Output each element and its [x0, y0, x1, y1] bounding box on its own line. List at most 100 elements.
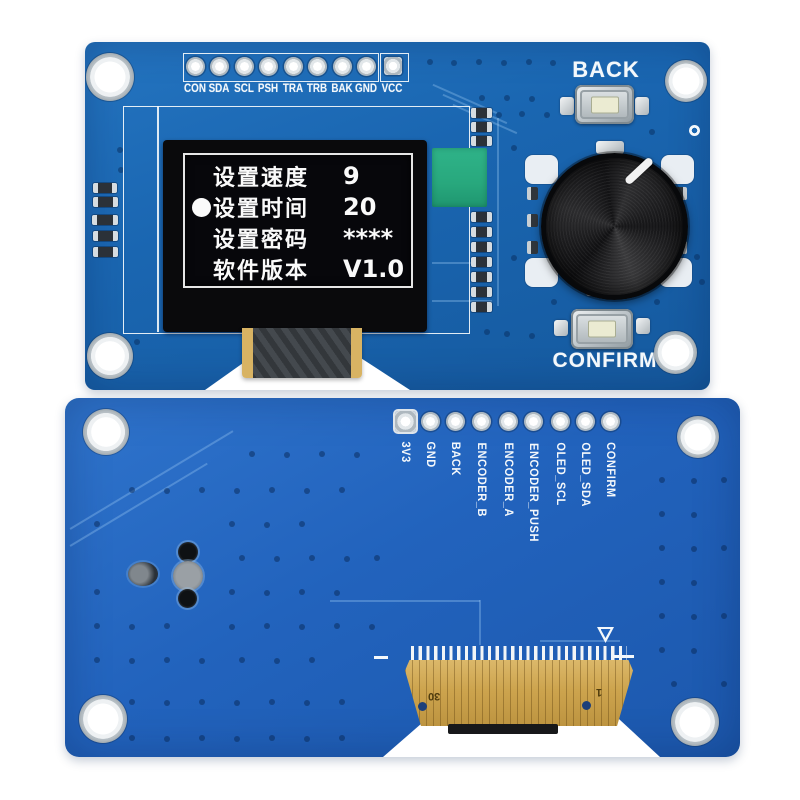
pin-label-psh: PSH [257, 81, 279, 95]
oval-hole [128, 562, 158, 586]
smd-resistor [471, 136, 492, 146]
back-pad [499, 412, 518, 431]
confirm-button[interactable] [571, 309, 633, 349]
pcb-trace [330, 600, 480, 602]
menu-label: 软件版本 [213, 259, 310, 284]
pin-label-sda: SDA [208, 81, 230, 95]
menu-label: 设置密码 [213, 228, 310, 253]
back-pin-label-encoder-push: ENCODER_PUSH [527, 443, 539, 543]
solder-pad [635, 97, 649, 115]
through-hole [178, 589, 197, 608]
oled-menu-row-selected: 设置时间 20 [189, 192, 407, 222]
pcb-trace [540, 640, 620, 642]
pin-label-bak: BAK [331, 81, 353, 95]
pcb-trace [497, 118, 499, 306]
back-pad [524, 412, 543, 431]
encoder-pin [527, 214, 538, 227]
menu-value: V1.0 [343, 255, 405, 283]
back-button-label: BACK [572, 57, 640, 82]
back-pad [601, 412, 620, 431]
header-pad-vcc [384, 57, 402, 75]
smd-resistor [471, 287, 492, 297]
encoder-pin [676, 187, 687, 200]
back-pin-label-oled-sda: OLED_SDA [579, 442, 591, 508]
mounting-hole [665, 60, 707, 102]
mounting-hole [86, 53, 134, 101]
back-pin-label-3v3: 3V3 [399, 441, 411, 463]
pcb-trace [432, 262, 472, 264]
back-pad [551, 412, 570, 431]
header-pad [284, 57, 303, 76]
encoder-knob[interactable] [541, 153, 688, 300]
mounting-hole [677, 416, 719, 458]
smd-resistor [471, 108, 492, 118]
mounting-hole [654, 331, 697, 374]
back-pad-3v3 [395, 411, 416, 432]
pin-label-trb: TRB [306, 81, 328, 95]
smd-resistor [471, 212, 492, 222]
smd-resistor [471, 257, 492, 267]
fpc-hole [418, 702, 427, 711]
back-pad [446, 412, 465, 431]
pin-label-con: CON [184, 81, 206, 95]
menu-value: 20 [343, 193, 377, 221]
oled-flex-ribbon [242, 328, 362, 378]
oled-menu-row: 设置速度 9 [189, 161, 407, 191]
pin-label-gnd: GND [355, 81, 377, 95]
smd-resistor [471, 242, 492, 252]
silk-line [157, 106, 159, 332]
fpc-hole [582, 701, 591, 710]
solder-pad [560, 97, 574, 115]
pcb-trace [432, 300, 492, 302]
mounting-hole [87, 333, 133, 379]
encoder-pin [527, 241, 538, 254]
back-button[interactable] [575, 85, 634, 124]
back-pin-label-encoder-b: ENCODER_B [475, 442, 487, 518]
button-nub [590, 96, 619, 113]
header-pad [333, 57, 352, 76]
alignment-dash [374, 656, 388, 659]
menu-value: **** [343, 224, 394, 252]
menu-label: 设置速度 [213, 166, 310, 191]
oled-display: 设置速度 9 设置时间 20 设置密码 **** 软件版本 V1.0 [183, 153, 413, 288]
pin-label-vcc: VCC [381, 81, 403, 95]
solder-pad [636, 318, 650, 334]
smd-resistor [93, 197, 118, 207]
smd-resistor [93, 183, 117, 193]
pin-label-tra: TRA [282, 81, 304, 95]
pcb-trace [479, 600, 481, 645]
back-pin-label-gnd: GND [424, 441, 436, 468]
mounting-hole [83, 409, 129, 455]
smd-resistor [471, 302, 492, 312]
pin-header-outline [183, 53, 379, 82]
smd-resistor [93, 247, 118, 257]
header-pad [210, 57, 229, 76]
oled-menu-row: 软件版本 V1.0 [189, 254, 407, 284]
oled-menu-row: 设置密码 **** [189, 223, 407, 253]
through-hole [173, 561, 203, 591]
header-pad [308, 57, 327, 76]
fpc-pin1-number: 1 [596, 686, 603, 698]
mounting-hole [671, 698, 719, 746]
pin-label-scl: SCL [234, 81, 254, 95]
button-nub [588, 320, 616, 338]
encoder-corner-pad [525, 155, 558, 184]
fpc-stiffener-bar [448, 724, 558, 734]
back-pin-label-confirm: CONFIRM [604, 442, 616, 498]
back-pad [421, 412, 440, 431]
back-pad [576, 412, 595, 431]
plated-via [689, 125, 700, 136]
via-dots [0, 0, 4, 4]
back-pad [472, 412, 491, 431]
fpc-gold-flex [405, 660, 633, 726]
menu-label: 设置时间 [213, 197, 310, 222]
smd-resistor [92, 215, 118, 225]
solder-pad [554, 320, 568, 336]
back-pin-label-oled-scl: OLED_SCL [554, 442, 566, 506]
confirm-button-label: CONFIRM [552, 349, 658, 372]
pin1-triangle-marker-inner [600, 629, 611, 638]
smd-resistor [471, 272, 492, 282]
header-pad [186, 57, 205, 76]
green-pull-tab [432, 148, 487, 207]
